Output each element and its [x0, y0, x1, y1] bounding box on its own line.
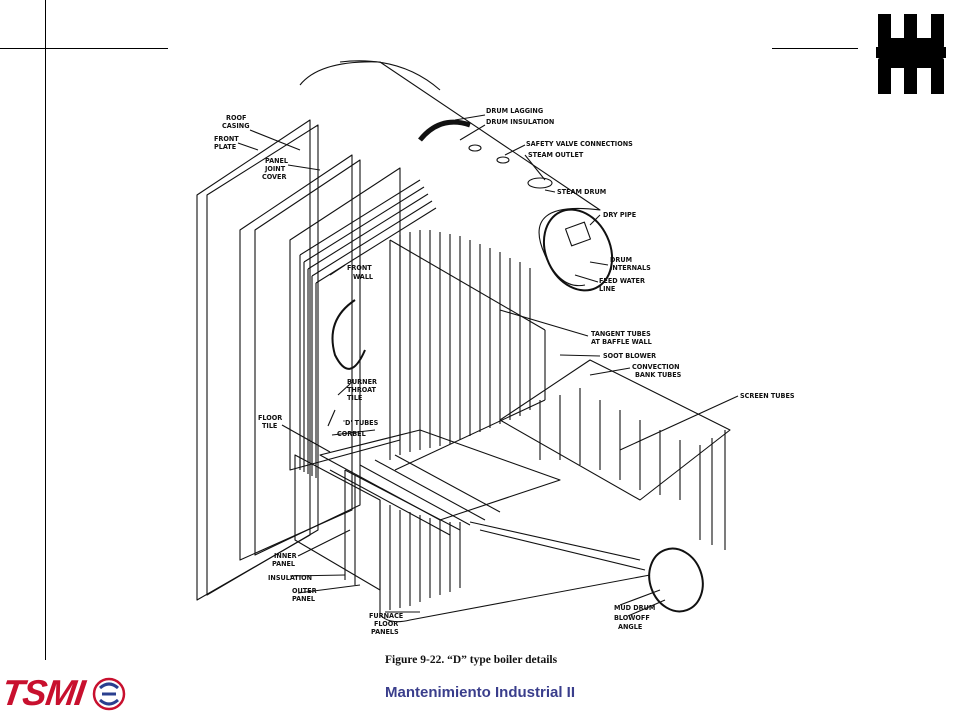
label-front-plate-2: PLATE — [214, 142, 236, 151]
label-dry-pipe: DRY PIPE — [603, 210, 636, 219]
label-front-plate: FRONT — [214, 134, 239, 143]
label-panel-joint-cover-3: COVER — [262, 172, 286, 181]
label-insulation: INSULATION — [268, 573, 312, 582]
label-front-wall: FRONT — [347, 263, 372, 272]
course-footer: Mantenimiento Industrial II — [384, 684, 575, 701]
top-left-rule — [0, 48, 168, 49]
label-burner-throat-tile-2: THROAT — [347, 385, 377, 394]
label-blowoff-angle: BLOWOFF — [614, 613, 650, 622]
label-floor-tile: FLOOR — [258, 413, 282, 422]
label-tangent-tubes-2: AT BAFFLE WALL — [591, 337, 652, 346]
label-steam-drum: STEAM DRUM — [557, 187, 606, 196]
label-roof-casing-2: CASING — [222, 121, 250, 130]
top-right-rule — [772, 48, 858, 49]
label-screen-tubes: SCREEN TUBES — [740, 391, 795, 400]
label-convection-bank: CONVECTION — [632, 362, 680, 371]
label-drum-internals-2: INTERNALS — [610, 263, 651, 272]
label-steam-outlet: STEAM OUTLET — [528, 150, 584, 159]
label-feed-water-line-2: LINE — [599, 284, 615, 293]
label-mud-drum: MUD DRUM — [614, 603, 655, 612]
label-furnace-floor-panels-3: PANELS — [371, 627, 399, 636]
label-safety-valve: SAFETY VALVE CONNECTIONS — [526, 139, 633, 148]
label-roof-casing: ROOF — [226, 113, 246, 122]
figure-caption: Figure 9-22. “D” type boiler details — [385, 654, 558, 666]
label-drum-internals: DRUM — [610, 255, 632, 264]
label-floor-tile-2: TILE — [262, 421, 277, 430]
label-corbel: CORBEL — [337, 429, 366, 438]
label-burner-throat-tile: BURNER — [347, 377, 377, 386]
label-drum-lagging: DRUM LAGGING — [486, 106, 543, 115]
vertical-rule — [45, 0, 46, 660]
label-d-tubes: 'D' TUBES — [343, 418, 379, 427]
label-drum-insulation: DRUM INSULATION — [486, 117, 554, 126]
label-panel-joint-cover-2: JOINT — [264, 164, 286, 173]
label-furnace-floor-panels: FURNACE — [369, 611, 403, 620]
label-feed-water-line: FEED WATER — [599, 276, 645, 285]
label-convection-bank-2: BANK TUBES — [635, 370, 682, 379]
label-furnace-floor-panels-2: FLOOR — [374, 619, 398, 628]
label-tangent-tubes: TANGENT TUBES — [591, 329, 651, 338]
label-panel-joint-cover: PANEL — [265, 156, 288, 165]
label-outer-panel: OUTER — [292, 586, 317, 595]
label-blowoff-angle-2: ANGLE — [618, 622, 642, 631]
label-burner-throat-tile-3: TILE — [347, 393, 362, 402]
label-inner-panel-2: PANEL — [272, 559, 295, 568]
label-soot-blower: SOOT BLOWER — [603, 351, 656, 360]
label-inner-panel: INNER — [274, 551, 297, 560]
label-outer-panel-2: PANEL — [292, 594, 315, 603]
tsmi-emblem-icon — [92, 677, 126, 711]
utn-logo — [876, 14, 946, 94]
label-front-wall-2: WALL — [353, 272, 373, 281]
